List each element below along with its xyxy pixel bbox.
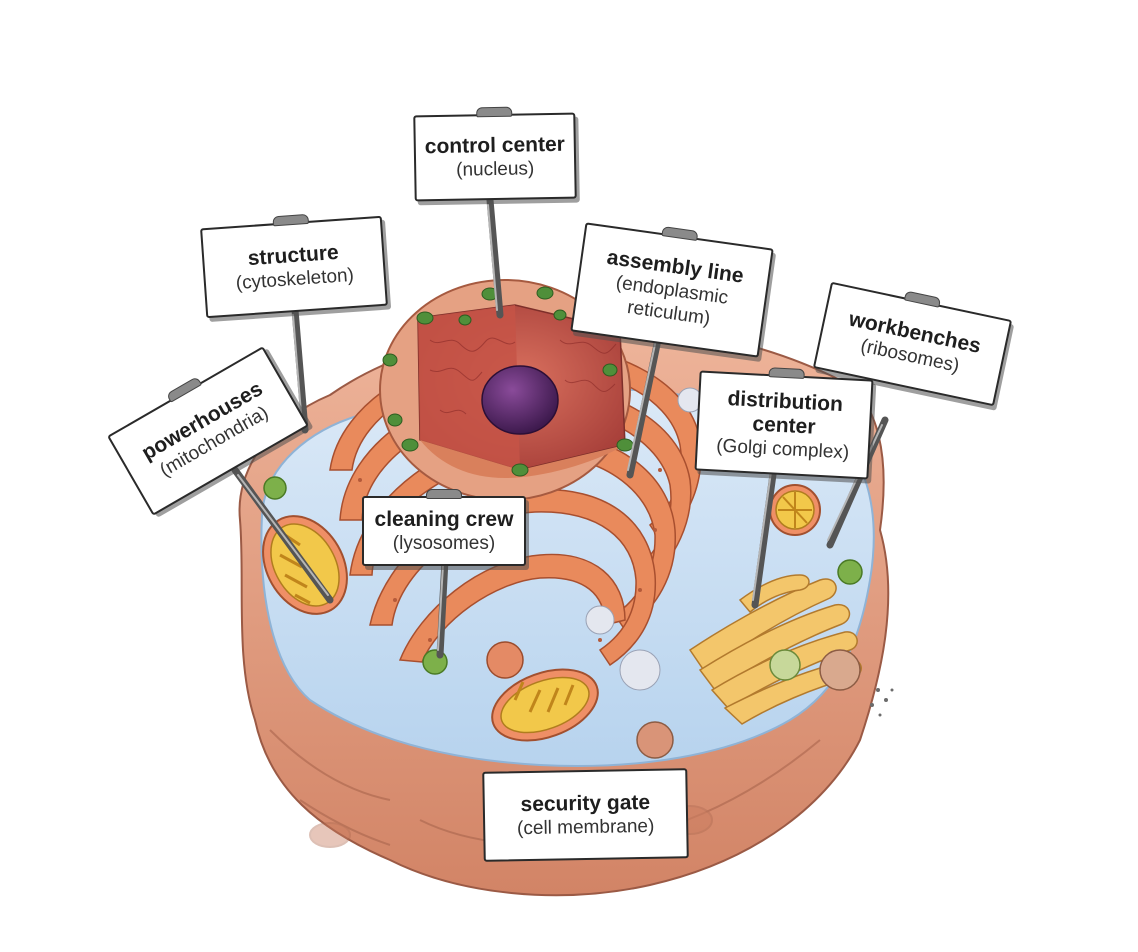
mitochondrion-right: [769, 484, 821, 536]
mitochondrion-bottom: [491, 668, 599, 742]
label-lysosomes-sub: (lysosomes): [392, 532, 496, 554]
label-nucleus-sub: (nucleus): [455, 157, 535, 181]
sign-clip: [426, 489, 462, 499]
sign-clip: [272, 213, 310, 227]
label-membrane-sub: (cell membrane): [516, 815, 655, 839]
label-lysosomes: cleaning crew (lysosomes): [362, 489, 526, 566]
label-membrane-title: security gate: [520, 790, 651, 816]
label-nucleus-title: control center: [424, 132, 565, 158]
vesicles: [263, 387, 863, 759]
sign-clip: [476, 106, 513, 118]
label-golgi: distribution center (Golgi complex): [694, 367, 874, 480]
sign-clip: [768, 367, 805, 380]
label-lysosomes-title: cleaning crew: [374, 507, 514, 531]
nucleolus: [481, 365, 559, 435]
label-nucleus: control center (nucleus): [413, 106, 577, 202]
label-membrane: security gate (cell membrane): [482, 768, 689, 862]
label-cytoskeleton: structure (cytoskeleton): [200, 213, 388, 319]
extracellular-dots: [870, 688, 894, 717]
sign-pole-highlights: [237, 204, 883, 651]
